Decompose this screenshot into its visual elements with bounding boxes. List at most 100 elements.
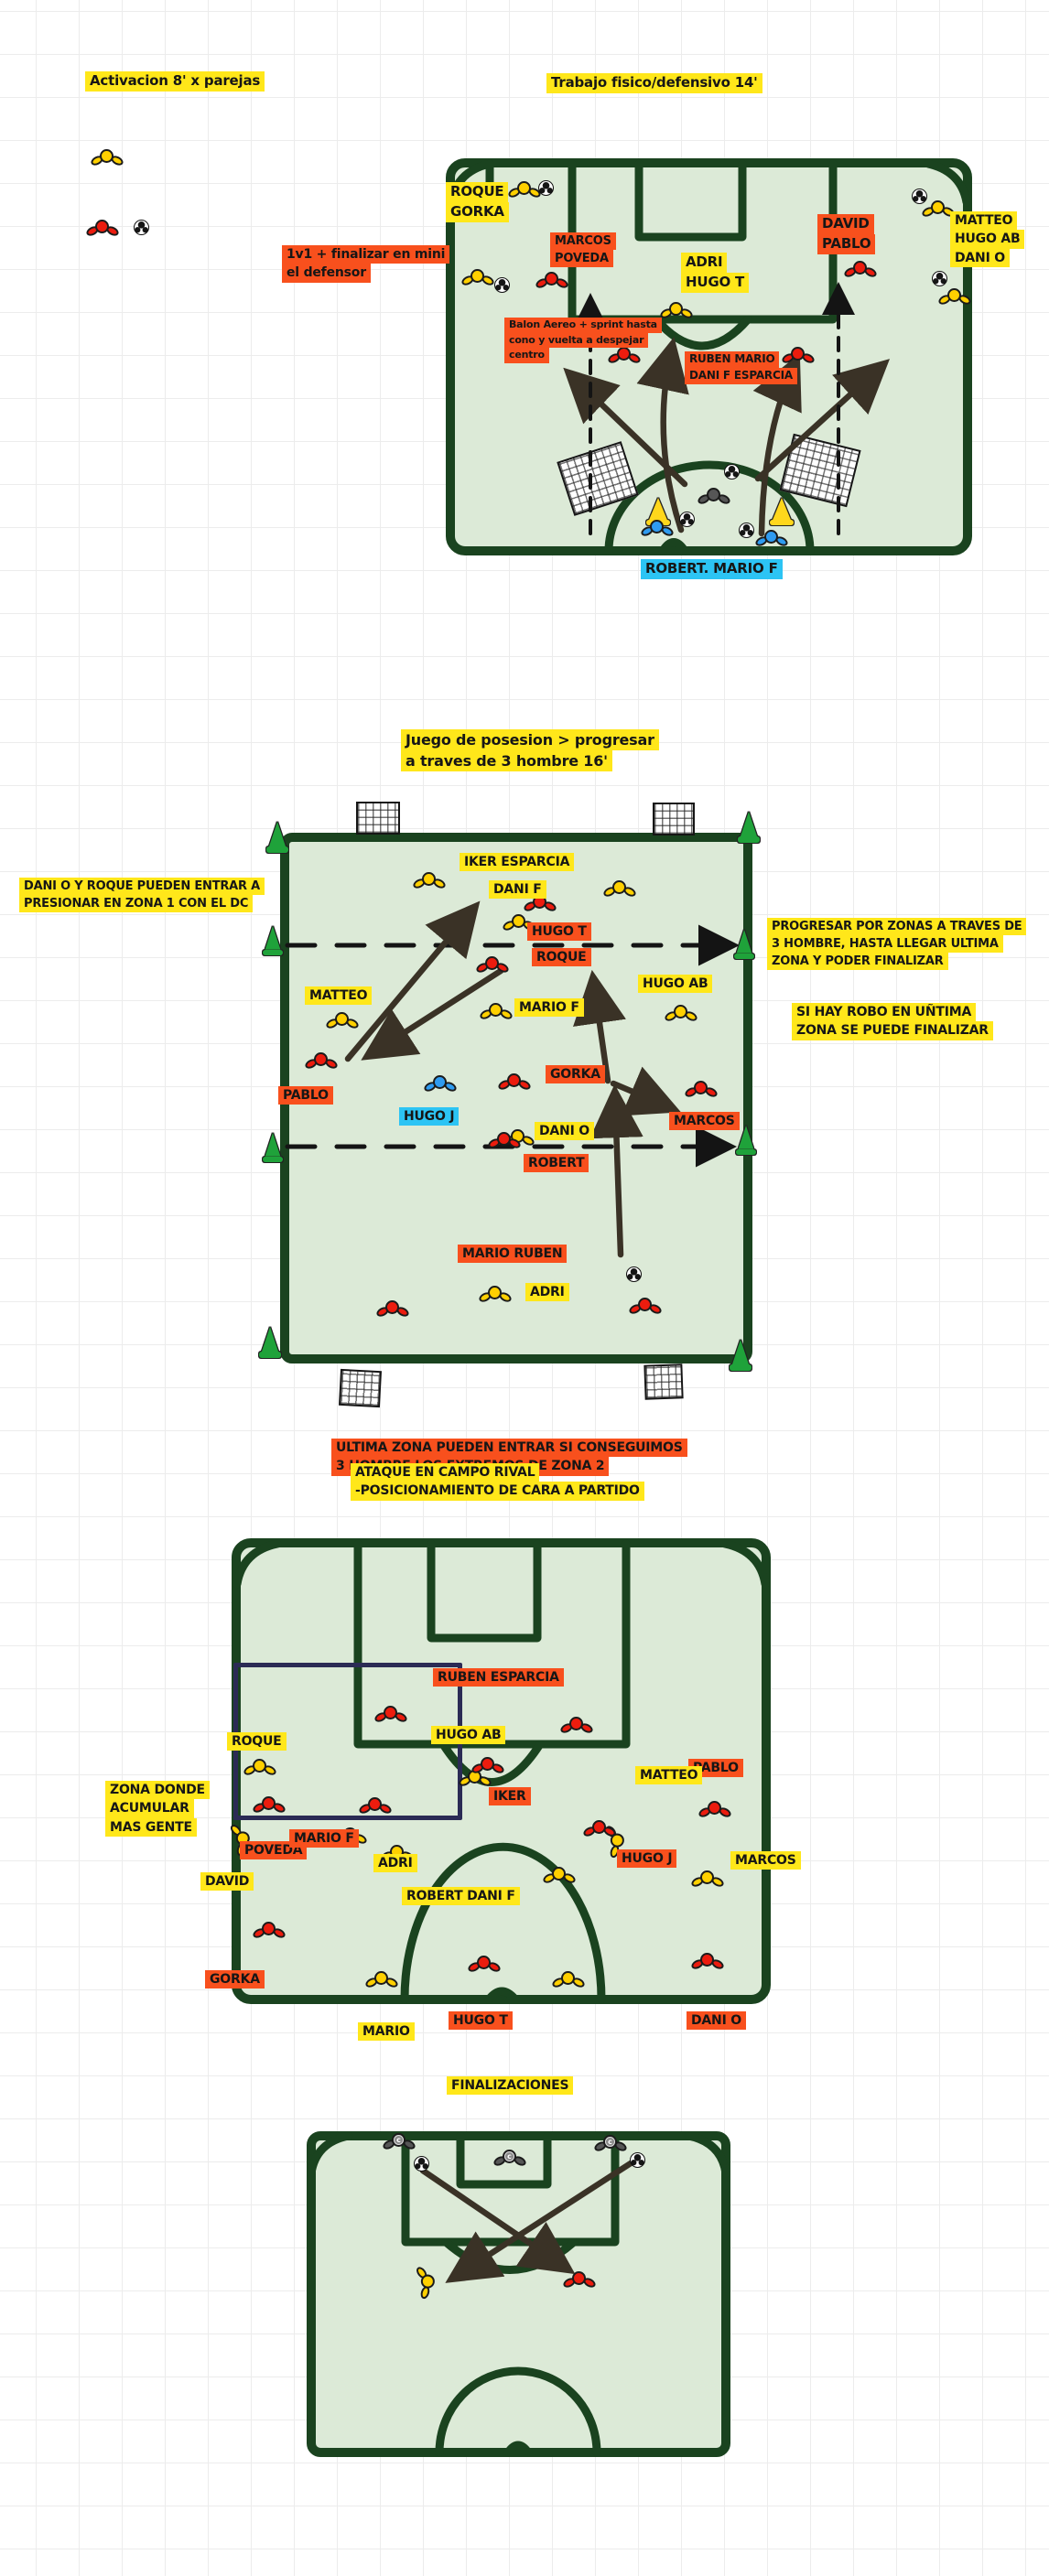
ball-icon[interactable] <box>414 2156 429 2172</box>
player-icon-yellow[interactable] <box>411 870 448 892</box>
label-dani-o[interactable]: DANI O <box>535 1122 594 1141</box>
cone-icon-green[interactable] <box>738 812 760 843</box>
player-icon-red[interactable] <box>561 2269 598 2291</box>
label-mario-ruben[interactable]: MARIO RUBEN <box>458 1245 568 1264</box>
label-dani-o[interactable]: DANI O <box>687 2011 746 2031</box>
label-matteo[interactable]: MATTEO <box>635 1766 703 1785</box>
player-icon-red[interactable] <box>697 1799 733 1821</box>
player-icon-red[interactable] <box>374 1299 411 1320</box>
player-icon-blue[interactable] <box>753 528 790 550</box>
label-hugo-t[interactable]: HUGO T <box>527 922 591 942</box>
label-david[interactable]: DAVID <box>200 1872 254 1892</box>
player-icon-yellow[interactable] <box>460 267 496 289</box>
player-icon-yellow[interactable] <box>936 286 973 308</box>
label-dani-f[interactable]: DANI F <box>489 880 546 900</box>
label-activacion-8-x-parejas[interactable]: Activacion 8' x parejas <box>85 71 265 92</box>
label-finalizaciones[interactable]: FINALIZACIONES <box>447 2076 574 2096</box>
mini-goal-icon[interactable] <box>338 1368 383 1408</box>
player-icon-grey-goalkeeper[interactable]: c <box>492 2148 528 2170</box>
player-icon-yellow[interactable] <box>363 1969 400 1991</box>
ball-icon[interactable] <box>630 2152 645 2168</box>
player-icon-yellow[interactable] <box>541 1865 578 1887</box>
player-icon-yellow[interactable] <box>506 179 543 201</box>
cone-icon-green[interactable] <box>263 1133 283 1162</box>
label-mario-f[interactable]: MARIO F <box>289 1829 359 1848</box>
player-icon-red[interactable] <box>251 1795 287 1816</box>
ball-icon[interactable] <box>724 464 740 480</box>
player-icon-red[interactable] <box>84 218 121 240</box>
mini-goal-icon[interactable] <box>653 803 695 835</box>
label-ruben-esparcia[interactable]: RUBEN ESPARCIA <box>433 1668 564 1687</box>
label-hugo-j[interactable]: HUGO J <box>617 1849 677 1869</box>
player-icon-grey-goalkeeper[interactable]: c <box>592 2133 629 2155</box>
ball-icon[interactable] <box>932 271 947 286</box>
ball-icon[interactable] <box>739 523 754 538</box>
label-marcos[interactable]: MARCOS <box>669 1112 740 1131</box>
player-icon-red[interactable] <box>303 1051 340 1072</box>
ball-icon[interactable] <box>679 512 695 527</box>
player-icon-red[interactable] <box>357 1795 394 1817</box>
player-icon-red[interactable] <box>534 270 570 292</box>
ball-icon[interactable] <box>538 180 554 196</box>
player-icon-red[interactable] <box>474 954 511 976</box>
player-icon-yellow[interactable] <box>601 878 638 900</box>
player-icon-yellow[interactable] <box>242 1757 278 1779</box>
label-pablo[interactable]: PABLO <box>278 1086 333 1105</box>
player-icon-yellow[interactable] <box>663 1003 699 1025</box>
label-robert-mario-f[interactable]: ROBERT. MARIO F <box>641 559 783 579</box>
label-ataque-en-campo-rival[interactable]: ATAQUE EN CAMPO RIVAL-POSICIONAMIENTO DE… <box>351 1463 644 1501</box>
cone-icon-yellow[interactable] <box>770 498 794 525</box>
player-icon-red[interactable] <box>373 1704 409 1726</box>
player-icon-yellow[interactable] <box>920 199 957 221</box>
player-icon-red[interactable] <box>466 1954 503 1976</box>
player-icon-red[interactable] <box>842 259 879 281</box>
cone-icon-green[interactable] <box>263 926 283 955</box>
player-icon-yellow[interactable] <box>324 1010 361 1032</box>
cone-icon-green[interactable] <box>734 930 754 959</box>
label-trabajo-fisico-defensivo-14[interactable]: Trabajo fisico/defensivo 14' <box>546 73 762 93</box>
player-icon-blue[interactable] <box>422 1073 459 1095</box>
ball-icon[interactable] <box>912 189 927 204</box>
player-icon-red[interactable] <box>251 1920 287 1942</box>
mini-goal-icon[interactable] <box>356 802 400 835</box>
player-icon-red[interactable] <box>470 1755 506 1777</box>
player-icon-grey-goalkeeper[interactable]: c <box>381 2131 417 2153</box>
label-hugo-t[interactable]: HUGO T <box>449 2011 513 2031</box>
label-iker-esparcia[interactable]: IKER ESPARCIA <box>460 853 575 872</box>
ball-icon[interactable] <box>626 1266 642 1282</box>
player-icon-grey[interactable] <box>696 486 732 508</box>
label-matteo[interactable]: MATTEO <box>305 986 373 1006</box>
mini-goal-icon[interactable] <box>643 1363 684 1400</box>
label-hugo-j[interactable]: HUGO J <box>399 1107 460 1126</box>
ball-icon[interactable] <box>494 277 510 293</box>
player-icon-red[interactable] <box>581 1818 618 1840</box>
ball-icon[interactable] <box>134 220 149 235</box>
label-gorka[interactable]: GORKA <box>546 1065 605 1084</box>
cone-icon-green[interactable] <box>259 1327 281 1358</box>
label-gorka[interactable]: GORKA <box>205 1970 265 1989</box>
player-icon-red[interactable] <box>496 1072 533 1094</box>
player-icon-yellow[interactable] <box>478 1001 514 1023</box>
player-icon-yellow[interactable] <box>689 1869 726 1891</box>
cone-icon-green[interactable] <box>736 1126 756 1155</box>
label-roque[interactable]: ROQUE <box>532 948 591 967</box>
label-robert[interactable]: ROBERT <box>524 1154 589 1173</box>
label-adri[interactable]: ADRI <box>525 1283 569 1302</box>
player-icon-red[interactable] <box>627 1296 664 1318</box>
label-adri[interactable]: ADRI <box>373 1854 417 1873</box>
player-icon-red[interactable] <box>683 1079 719 1101</box>
label-mario-f[interactable]: MARIO F <box>514 998 584 1018</box>
label-robert-dani-f[interactable]: ROBERT DANI F <box>402 1887 520 1906</box>
label-marcos[interactable]: MARCOS <box>730 1851 801 1870</box>
label-mario[interactable]: MARIO <box>358 2022 415 2042</box>
